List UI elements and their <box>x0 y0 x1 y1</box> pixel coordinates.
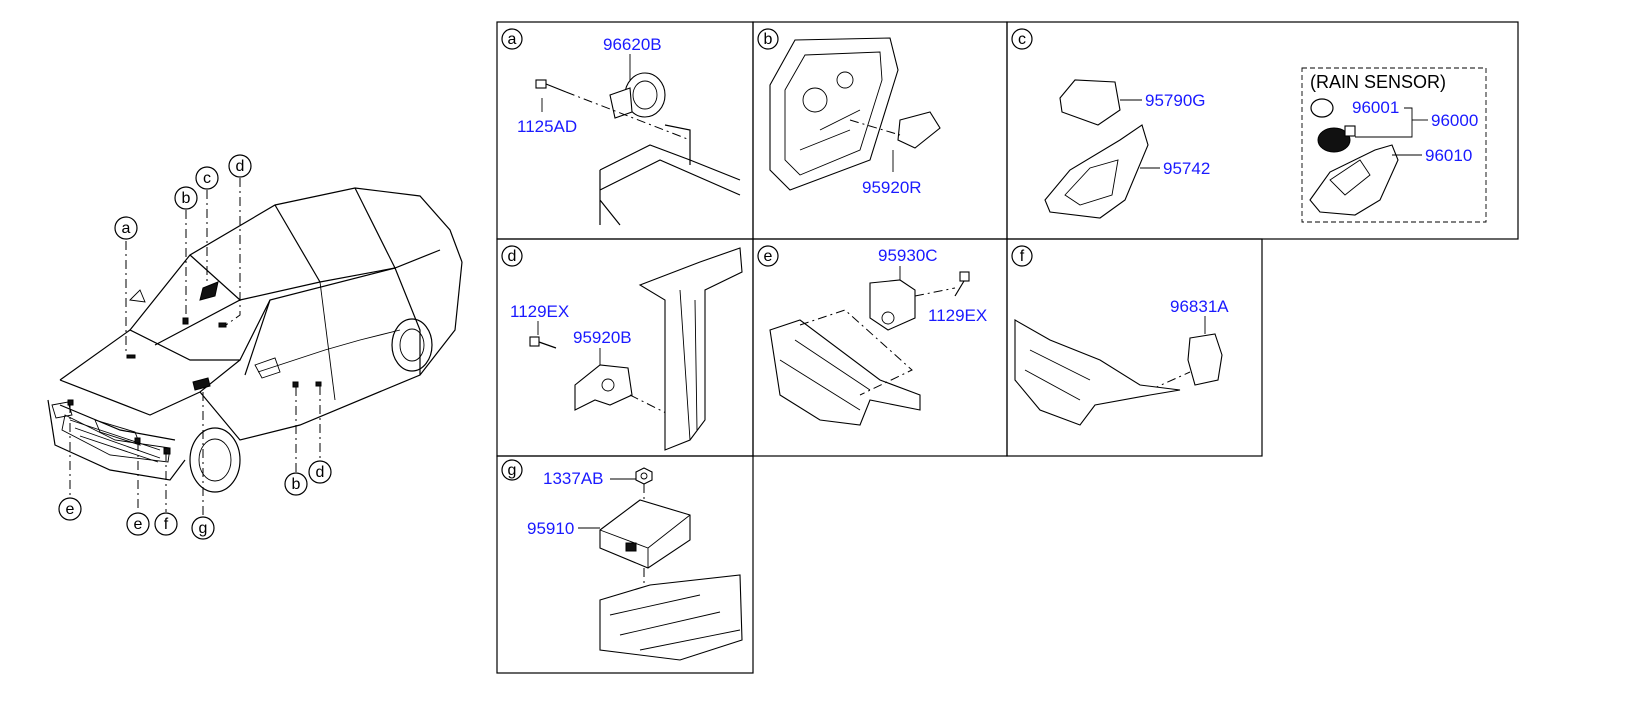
svg-text:a: a <box>122 220 131 237</box>
part-95790G[interactable]: 95790G <box>1145 91 1206 110</box>
callout-a[interactable]: a <box>114 216 138 240</box>
callout-b-top[interactable]: b <box>174 186 198 210</box>
panel-grid <box>496 21 1519 674</box>
part-96010[interactable]: 96010 <box>1425 146 1472 165</box>
panel-d: d 1129EX 95920B <box>501 245 743 451</box>
camera-cover-icon <box>1044 124 1149 219</box>
floor-panel-icon <box>599 574 743 661</box>
nut-icon <box>635 467 653 485</box>
svg-text:f: f <box>1020 248 1025 265</box>
part-96000[interactable]: 96000 <box>1431 111 1478 130</box>
part-95920B[interactable]: 95920B <box>573 328 632 347</box>
door-module-icon <box>769 37 899 191</box>
rain-sensor-title: (RAIN SENSOR) <box>1310 72 1446 92</box>
panel-b-letter: b <box>757 28 779 50</box>
callout-e-left[interactable]: e <box>58 497 82 521</box>
panel-e-letter: e <box>757 245 779 267</box>
svg-text:e: e <box>764 248 773 265</box>
svg-text:e: e <box>66 501 75 518</box>
part-1125AD[interactable]: 1125AD <box>517 117 577 136</box>
svg-text:d: d <box>508 248 517 265</box>
panel-c: c 95790G 95742 (RAIN SENSOR) 96001 96000 <box>1011 28 1487 223</box>
overview-leaders <box>69 178 321 516</box>
panel-f: f 96831A <box>1011 245 1229 426</box>
crash-sensor-icon <box>1187 333 1223 386</box>
part-1129EX-d[interactable]: 1129EX <box>510 302 569 321</box>
panel-a-letter: a <box>501 28 523 50</box>
sensor-cover-icon <box>1309 144 1399 216</box>
svg-text:c: c <box>1018 31 1026 48</box>
callout-d-bottom[interactable]: d <box>308 460 332 484</box>
bolt-icon <box>954 271 970 297</box>
callout-f[interactable]: f <box>154 512 178 536</box>
svg-text:e: e <box>134 516 143 533</box>
front-frame-icon <box>1014 319 1181 426</box>
part-96001[interactable]: 96001 <box>1352 98 1399 117</box>
callout-b-bottom[interactable]: b <box>284 472 308 496</box>
part-95910[interactable]: 95910 <box>527 519 574 538</box>
part-95742[interactable]: 95742 <box>1163 159 1210 178</box>
gel-pad-icon <box>1310 98 1334 118</box>
bolt-icon <box>529 336 557 349</box>
callout-e-mid[interactable]: e <box>126 512 150 536</box>
svg-text:g: g <box>199 520 208 537</box>
svg-text:c: c <box>203 170 211 187</box>
panel-d-letter: d <box>501 245 523 267</box>
horn-icon <box>609 72 666 119</box>
svg-text:d: d <box>316 464 325 481</box>
svg-text:b: b <box>292 476 301 493</box>
panel-c-letter: c <box>1011 28 1033 50</box>
rain-sensor-group: (RAIN SENSOR) 96001 96000 96010 <box>1301 67 1487 223</box>
panel-e: e 95930C 1129EX <box>757 245 987 426</box>
panel-b: b 95920R <box>757 28 941 197</box>
part-1337AB[interactable]: 1337AB <box>543 469 604 488</box>
rain-sensor-icon <box>1317 125 1356 153</box>
front-impact-sensor-icon <box>869 279 916 331</box>
svg-text:b: b <box>764 31 773 48</box>
part-95920R[interactable]: 95920R <box>862 178 922 197</box>
impact-sensor-icon <box>897 111 941 149</box>
svg-text:g: g <box>508 462 517 479</box>
car-overview: a b c d e e f g b d <box>47 154 463 540</box>
panel-g-letter: g <box>501 459 523 481</box>
part-96620B[interactable]: 96620B <box>603 35 662 54</box>
part-95930C[interactable]: 95930C <box>878 246 938 265</box>
panel-f-letter: f <box>1011 245 1033 267</box>
callout-c[interactable]: c <box>195 166 219 190</box>
airbag-control-unit-icon <box>599 499 691 569</box>
svg-text:a: a <box>508 31 517 48</box>
part-96831A[interactable]: 96831A <box>1170 297 1229 316</box>
panel-a: a 96620B 1125AD <box>501 28 741 226</box>
svg-text:d: d <box>236 158 245 175</box>
svg-text:b: b <box>182 190 191 207</box>
panel-g: g 1337AB 95910 <box>501 459 743 661</box>
svg-text:f: f <box>164 516 169 533</box>
callout-g[interactable]: g <box>191 516 215 540</box>
b-pillar-icon <box>638 247 743 451</box>
callout-d-top[interactable]: d <box>228 154 252 178</box>
radiator-support-icon <box>769 309 921 426</box>
side-impact-sensor-icon <box>574 364 633 411</box>
car-body-outline <box>47 187 463 493</box>
part-1129EX-e[interactable]: 1129EX <box>928 306 987 325</box>
camera-unit-icon <box>1059 79 1121 126</box>
bolt-icon <box>535 79 567 93</box>
